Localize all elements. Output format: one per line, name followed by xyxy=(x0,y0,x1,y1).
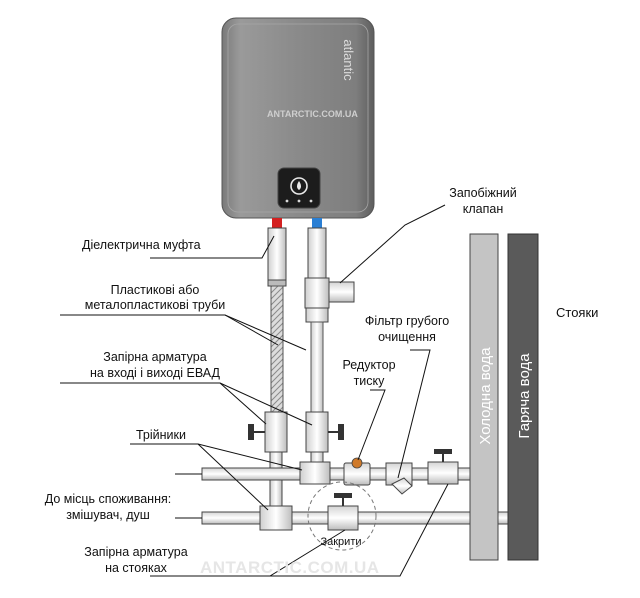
heater-shutoff-valve-left xyxy=(264,411,288,453)
closed-highlight-circle xyxy=(307,481,377,551)
plastic-pipe-right xyxy=(310,321,324,413)
shutoff-evad-label-line1: Запірна арматура xyxy=(103,350,207,364)
heater-shutoff-valve-right xyxy=(305,411,329,453)
cold-inlet-pipe xyxy=(307,227,327,283)
pipes-label-line2: металопластикові труби xyxy=(84,298,226,312)
indicator-dot xyxy=(285,199,289,203)
leader-dielectric xyxy=(150,235,275,259)
hot-water-riser xyxy=(507,233,539,561)
pressure-reducer-label-line1: Редуктор xyxy=(342,358,396,372)
safety-valve-label-line1: Запобіжний xyxy=(449,186,517,200)
dielectric-coupling-label: Діелектрична муфта xyxy=(82,238,201,252)
consumption-label-line1: До місць споживання: xyxy=(44,492,172,506)
heater-watermark: ANTARCTIC.COM.UA xyxy=(267,109,358,119)
hot-water-label: Гаряча вода xyxy=(516,353,533,439)
bypass-valve xyxy=(327,505,359,531)
cold-water-riser xyxy=(469,233,499,561)
water-drop-icon xyxy=(297,181,301,190)
cold-inlet-marker xyxy=(312,218,322,228)
safety-valve-label-line2: клапан xyxy=(462,202,504,216)
filter-sump xyxy=(391,477,413,495)
leader-lines xyxy=(60,204,449,577)
flexible-hose-left xyxy=(270,285,284,413)
tee-hot xyxy=(259,505,293,531)
leader-coarse-filter xyxy=(397,349,431,479)
leader-riser-shutoff-right xyxy=(270,483,449,577)
indicator-dot xyxy=(297,199,301,203)
butterfly-handle-icon xyxy=(338,424,344,440)
leader-pressure-reducer xyxy=(357,389,386,461)
footer-watermark: ANTARCTIC.COM.UA xyxy=(200,558,380,577)
dielectric-coupling-pipe xyxy=(267,227,287,281)
shutoff-evad-label-line2: на вході і виході ЕВАД xyxy=(90,366,220,380)
risers-label: Стояки xyxy=(556,305,599,320)
consumer-stubs xyxy=(175,473,202,519)
pipes-label-line1: Пластикові або xyxy=(110,283,200,297)
butterfly-handle-icon xyxy=(248,424,254,440)
heater-bezel xyxy=(227,23,369,213)
coarse-filter-label-line2: очищення xyxy=(378,330,436,344)
water-heater xyxy=(221,17,375,219)
consumption-label-line2: змішувач, душ xyxy=(66,508,150,522)
control-dial-icon xyxy=(290,177,308,195)
coarse-filter-label-line1: Фільтр грубого xyxy=(364,314,450,328)
leader-pipes-to-left xyxy=(224,314,279,346)
safety-valve-housing xyxy=(304,277,330,309)
coupling-nut xyxy=(267,279,287,287)
butterfly-handle-icon xyxy=(334,493,352,498)
cold-riser-shutoff-valve xyxy=(427,461,459,485)
shutoff-risers-label-line1: Запірна арматура xyxy=(84,545,188,559)
hot-outlet-marker xyxy=(272,218,282,228)
safety-valve-outlet xyxy=(305,307,329,323)
horizontal-pipes xyxy=(201,449,513,551)
tees-label: Трійники xyxy=(136,428,186,442)
leader-shutoff-left xyxy=(60,382,267,425)
heater-connections xyxy=(248,218,355,511)
tee-cold xyxy=(299,461,331,485)
risers xyxy=(469,233,539,561)
shutoff-risers-label-line2: на стояках xyxy=(105,561,167,575)
pressure-reducer-label-line2: тиску xyxy=(353,374,385,388)
hot-drop-pipe xyxy=(269,451,283,511)
leader-shutoff-right xyxy=(219,382,313,426)
leader-tee-hot xyxy=(197,443,269,511)
brand-logo: atlantic xyxy=(341,39,356,81)
cold-water-label: Холодна вода xyxy=(477,347,494,445)
reducer-knob-icon xyxy=(351,457,363,469)
leader-pipes-to-right xyxy=(60,314,307,351)
closed-label: Закрити xyxy=(320,536,361,548)
butterfly-handle-icon xyxy=(434,449,452,454)
heater-body xyxy=(221,17,375,219)
indicator-dot xyxy=(309,199,313,203)
leader-safety-valve xyxy=(339,204,446,284)
